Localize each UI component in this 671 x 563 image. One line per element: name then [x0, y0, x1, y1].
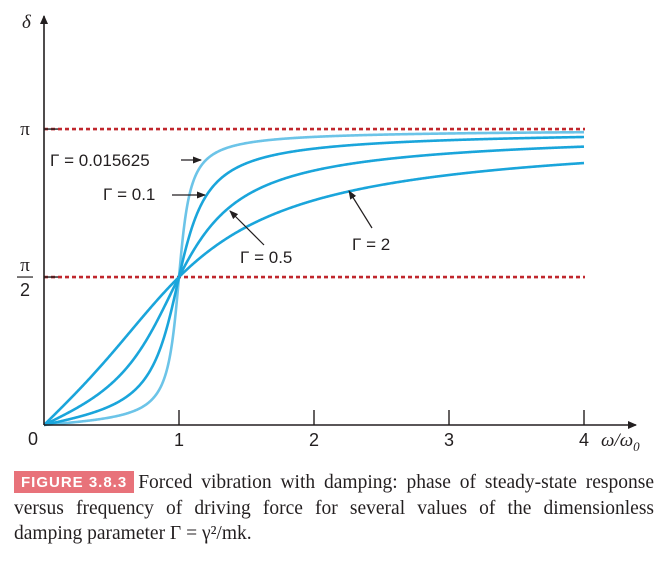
caption-text: Forced vibration with damping: phase of … — [14, 472, 654, 544]
x-ticks: 1 2 3 4 — [174, 410, 589, 450]
y-tick-label-numerator: π — [20, 255, 30, 276]
x-axis-label: ω/ω0 — [601, 430, 640, 454]
series-label-gamma-0015625: Γ = 0.015625 — [50, 151, 150, 170]
x-tick-label-1: 1 — [174, 430, 184, 450]
x-tick-label-2: 2 — [309, 430, 319, 450]
series-curves — [43, 130, 585, 427]
origin-label: 0 — [28, 429, 38, 449]
y-tick-label-denominator: 2 — [20, 280, 30, 300]
reference-lines — [44, 127, 585, 279]
series-label-gamma-01: Γ = 0.1 — [103, 185, 155, 204]
series-label-gamma-05: Γ = 0.5 — [240, 248, 292, 267]
series-curve-2 — [43, 145, 585, 427]
annotation-gamma-2: Γ = 2 — [348, 190, 390, 254]
y-axis-label: δ — [22, 12, 32, 33]
series-curve-1 — [43, 135, 585, 427]
annotation-gamma-0015625: Γ = 0.015625 — [50, 151, 202, 170]
x-tick-label-3: 3 — [444, 430, 454, 450]
figure-label: FIGURE 3.8.3 — [14, 471, 135, 493]
series-curve-0 — [43, 130, 585, 427]
y-ticks: π 2 π — [17, 119, 58, 300]
annotation-gamma-01: Γ = 0.1 — [103, 185, 206, 204]
y-tick-label-1: π — [20, 119, 30, 140]
x-tick-label-4: 4 — [579, 430, 589, 450]
annotation-gamma-05: Γ = 0.5 — [229, 210, 292, 267]
phase-response-chart: 1 2 3 4 π 2 π 0 δ ω/ω0 Γ = 0.015625 Γ = 0.1 Γ… — [17, 12, 640, 454]
series-curve-3 — [43, 161, 585, 426]
series-label-gamma-2: Γ = 2 — [352, 235, 390, 254]
